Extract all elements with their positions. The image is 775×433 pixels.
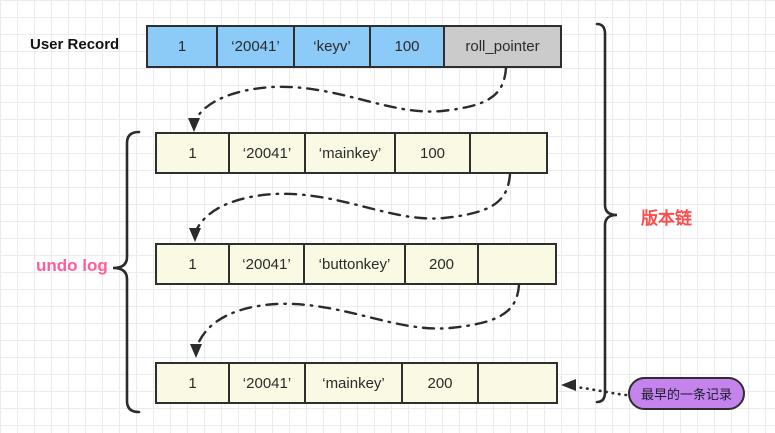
roll-pointer-slot xyxy=(471,134,546,172)
user-record-table: 1 ‘20041’ ‘keyv’ 100 roll_pointer xyxy=(146,25,562,68)
table-cell: ‘20041’ xyxy=(230,364,306,402)
earliest-record-arrow xyxy=(561,379,628,397)
table-cell: ‘mainkey’ xyxy=(306,134,396,172)
table-cell: 1 xyxy=(157,245,230,283)
roll-pointer-cell: roll_pointer xyxy=(445,27,560,66)
roll-pointer-arrow-1 xyxy=(188,66,508,132)
version-chain-brace xyxy=(595,22,618,404)
roll-pointer-slot xyxy=(479,245,555,283)
table-cell: ‘20041’ xyxy=(230,245,305,283)
version-chain-label: 版本链 xyxy=(641,209,692,228)
undo-log-row-1: 1 ‘20041’ ‘mainkey’ 100 xyxy=(155,132,548,174)
table-cell: 1 xyxy=(157,364,230,402)
undo-log-row-3: 1 ‘20041’ ‘mainkey’ 200 xyxy=(155,362,558,404)
table-cell-value: 100 xyxy=(371,27,445,66)
table-cell-trx-id: 1 xyxy=(148,27,218,66)
table-cell: ‘buttonkey’ xyxy=(305,245,406,283)
user-record-label: User Record xyxy=(30,36,120,53)
table-cell: ‘20041’ xyxy=(230,134,306,172)
undo-log-brace xyxy=(112,130,141,414)
earliest-record-bubble: 最早的一条记录 xyxy=(628,377,745,410)
table-cell: ‘mainkey’ xyxy=(306,364,403,402)
roll-pointer-arrow-2 xyxy=(189,172,512,242)
undo-log-label: undo log xyxy=(36,256,108,275)
roll-pointer-slot xyxy=(479,364,556,402)
roll-pointer-arrow-3 xyxy=(190,283,521,358)
table-cell: 200 xyxy=(403,364,479,402)
table-cell-key: ‘20041’ xyxy=(218,27,295,66)
table-cell: 200 xyxy=(406,245,479,283)
table-cell: 1 xyxy=(157,134,230,172)
table-cell: 100 xyxy=(396,134,471,172)
undo-log-row-2: 1 ‘20041’ ‘buttonkey’ 200 xyxy=(155,243,557,285)
table-cell-name: ‘keyv’ xyxy=(295,27,371,66)
